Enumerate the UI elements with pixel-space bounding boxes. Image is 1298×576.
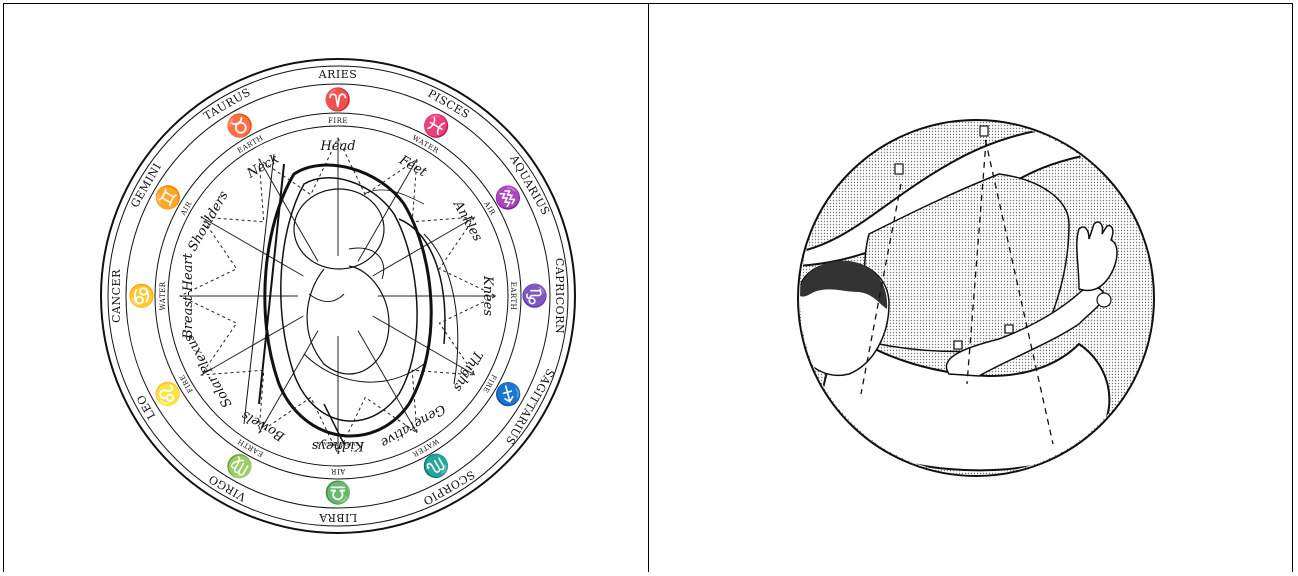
sign-name-aries: ARIES [318,68,358,81]
sign-symbol-libra-icon: ♎ [324,479,351,505]
sign-name-cancer: CANCER [110,269,123,323]
sign-symbol-cancer-icon: ♋ [129,282,155,309]
body-part-pisces: Feet [396,152,430,180]
radial-line [373,217,475,276]
body-part-aries: Head [319,139,355,154]
element-label-capricorn: EARTH [509,282,517,311]
body-part-cancer: Breast-Heart [181,252,196,339]
body-part-taurus: Neck [244,151,282,182]
ring-labels: ARIES♈FIRETAURUS♉EARTHGEMINI♊AIRCANCER♋W… [110,68,566,524]
element-label-aries: FIRE [328,117,348,125]
massage-diagram [649,4,1293,572]
body-part-capricorn: Knees [480,275,495,316]
outer-ring-inner [108,66,568,526]
outer-ring [101,59,575,533]
element-label-libra: AIR [330,467,346,475]
element-label-cancer: WATER [159,281,167,310]
fetus-illustration [244,154,458,444]
sign-symbol-capricorn-icon: ♑ [521,282,547,309]
sign-symbol-aries-icon: ♈ [324,87,351,113]
sign-name-capricorn: CAPRICORN [553,258,566,334]
body-part-leo: Solar Plexus [181,331,235,410]
body-part-aquarius: Ankles [449,198,485,245]
sign-name-libra: LIBRA [318,511,357,524]
body-part-sagittarius: Thighs [450,348,485,394]
body-part-gemini: Shoulders [185,188,231,253]
massage-illustration-panel [649,4,1293,572]
kidneys-sub-label: SUPER RENALS [316,440,359,446]
zodiac-wheel-illustration: ARIES♈FIRETAURUS♉EARTHGEMINI♊AIRCANCER♋W… [4,4,648,572]
